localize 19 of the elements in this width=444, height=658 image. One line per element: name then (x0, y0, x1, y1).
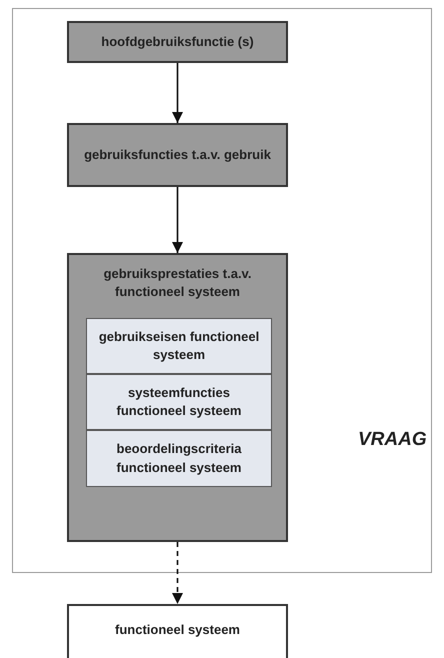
process-box (67, 253, 288, 542)
box-label: hoofdgebruiksfunctie (s) (100, 32, 255, 51)
arrow (172, 542, 184, 604)
sub-box (86, 318, 272, 374)
sub-box (86, 430, 272, 487)
box-label: systeemfuncties functioneel systeem (116, 384, 242, 420)
box-label: gebruiksfuncties t.a.v. gebruik (83, 146, 272, 164)
box-label: gebruiksprestaties t.a.v. functioneel systeem (102, 265, 252, 302)
arrow (172, 187, 184, 253)
arrow (172, 63, 184, 123)
box-label: beoordelingscriteria functioneel systeem (116, 440, 242, 477)
box-label: functioneel systeem (114, 620, 241, 639)
process-box (67, 21, 288, 63)
box-label: gebruikseisen functioneel systeem (98, 328, 260, 364)
process-box (67, 604, 288, 658)
sub-box (86, 374, 272, 430)
frame-box (12, 8, 432, 573)
process-box (67, 123, 288, 187)
section-label: VRAAG (358, 428, 427, 452)
